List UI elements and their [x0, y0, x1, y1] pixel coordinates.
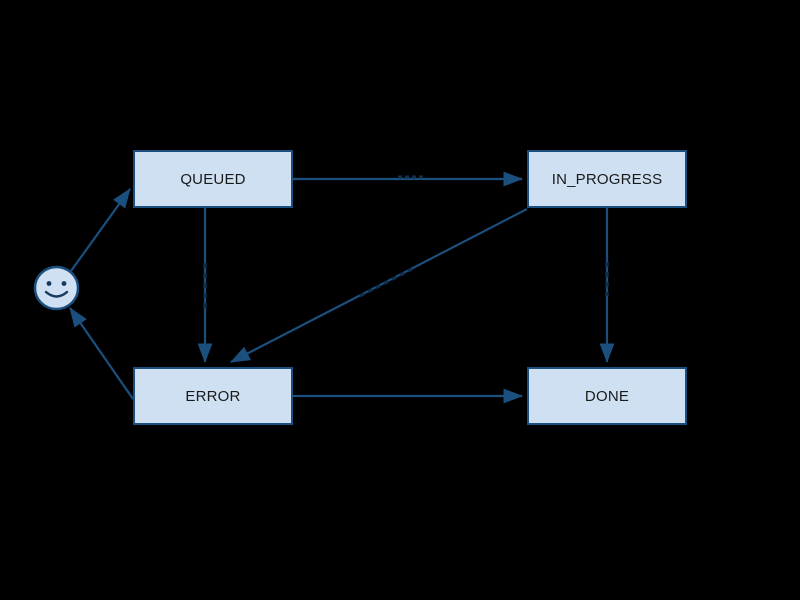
state-label-done: DONE: [584, 387, 630, 405]
state-node-queued[interactable]: QUEUED: [133, 150, 293, 208]
edge-queued-to-in-progress: [293, 171, 524, 187]
edge-error-to-start: [69, 307, 134, 400]
state-label-error: ERROR: [185, 387, 241, 405]
state-node-in-progress[interactable]: IN_PROGRESS: [527, 150, 687, 208]
state-node-done[interactable]: DONE: [527, 367, 687, 425]
state-label-in-progress: IN_PROGRESS: [551, 170, 663, 188]
smiley-face-icon: [33, 265, 80, 311]
edge-in-progress-to-error: [230, 208, 528, 363]
state-label-queued: QUEUED: [180, 170, 246, 188]
state-node-error[interactable]: ERROR: [133, 367, 293, 425]
edge-start-to-queued: [70, 188, 131, 272]
start-node[interactable]: [33, 265, 80, 311]
